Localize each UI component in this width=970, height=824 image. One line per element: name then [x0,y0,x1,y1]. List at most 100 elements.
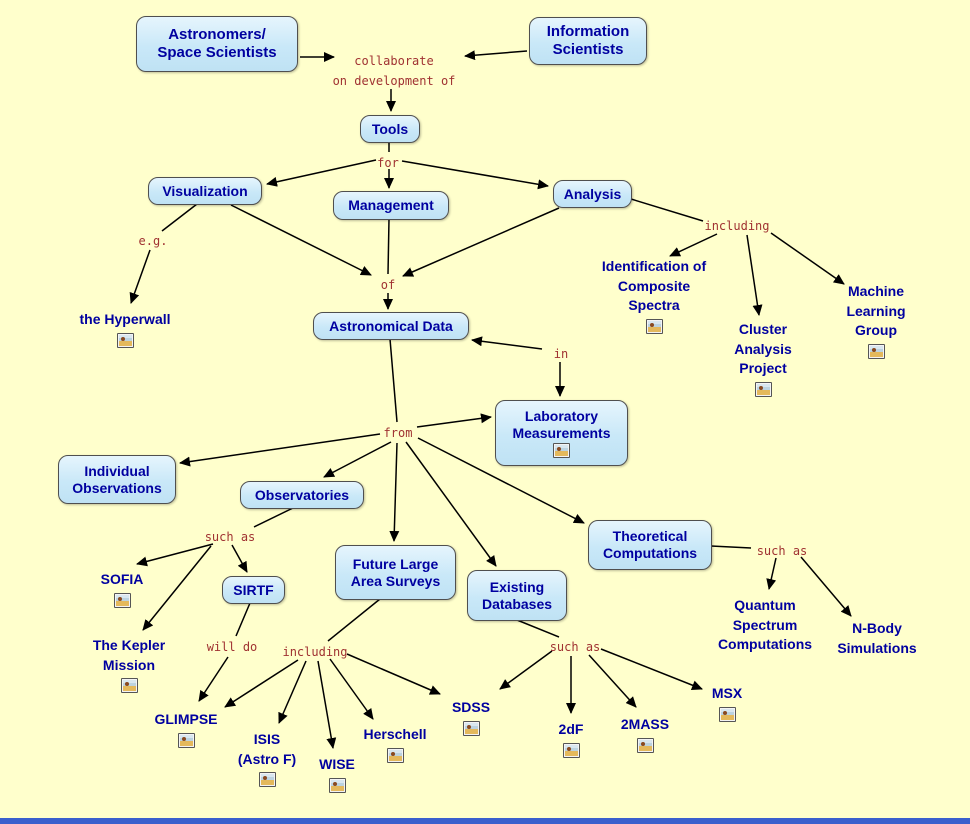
concept-observatories[interactable]: Observatories [240,481,364,509]
concept-label: 2MASS [620,716,670,732]
edge-info-collaborate [464,50,528,61]
resource-icon[interactable] [645,318,663,334]
concept-isis-astro-f[interactable]: ISIS (Astro F) [227,730,307,788]
edge-suchas-sofia [136,543,214,567]
edge-visualization-eg [161,203,198,232]
concept-tools[interactable]: Tools [360,115,420,143]
edge-observatories-suchas [253,507,294,528]
concept-herschell[interactable]: Herschell [355,725,435,763]
concept-sirtf[interactable]: SIRTF [222,576,285,604]
edge-suchas-2mass [588,654,637,708]
resource-icon[interactable] [328,777,346,793]
resource-icon[interactable] [113,592,131,608]
concept-astronomers[interactable]: Astronomers/ Space Scientists [136,16,298,72]
concept-label: 2dF [558,721,584,737]
edge-analysis-of [402,207,560,277]
concept-label: Machine Learning Group [846,283,906,339]
edge-suchas-quantum [766,557,777,590]
concept-quantum-spectrum-computations[interactable]: Quantum Spectrum Computations [712,596,818,655]
resource-icon[interactable] [177,732,195,748]
concept-machine-learning-group[interactable]: Machine Learning Group [836,282,916,359]
link-collaborate[interactable]: collaborate on development of [332,54,456,89]
concept-theoretical-computations[interactable]: Theoretical Computations [588,520,712,570]
resource-icon[interactable] [120,678,138,694]
concept-n-body-simulations[interactable]: N-Body Simulations [832,619,922,658]
edge-from-theoretical [417,437,585,524]
concept-msx[interactable]: MSX [702,684,752,722]
edge-including-glimpse [224,659,299,708]
link-of[interactable]: of [380,278,396,292]
concept-future-large-area-surveys[interactable]: Future Large Area Surveys [335,545,456,600]
edge-sirtf-willdo [235,602,251,637]
concept-label: Identification of Composite Spectra [601,258,707,314]
resource-icon[interactable] [754,381,772,397]
concept-management[interactable]: Management [333,191,449,220]
edge-including-identification [669,233,718,257]
link-such-as-databases[interactable]: such as [549,640,601,654]
edge-including-isis [278,660,307,724]
concept-individual-observations[interactable]: Individual Observations [58,455,176,504]
edge-willdo-glimpse [198,656,229,702]
link-such-as-observatories[interactable]: such as [204,530,256,544]
resource-icon[interactable] [462,720,480,736]
concept-information-scientists[interactable]: Information Scientists [529,17,647,65]
edge-theoretical-suchas [710,545,752,549]
link-eg[interactable]: e.g. [138,234,168,248]
resource-icon[interactable] [116,332,134,348]
resource-icon[interactable] [553,442,570,458]
concept-label: The Kepler Mission [92,637,166,673]
edge-suchas-kepler [142,545,212,631]
link-including-analysis[interactable]: including [704,219,770,233]
concept-sdss[interactable]: SDSS [441,698,501,736]
edge-in-astrodata [471,336,543,350]
edge-from-individual [179,433,381,467]
concept-visualization[interactable]: Visualization [148,177,262,205]
concept-label: Quantum Spectrum Computations [717,597,813,653]
concept-label: Herschell [363,726,427,742]
edge-from-observatories [323,441,392,478]
window-bottom-edge [0,818,970,824]
link-for[interactable]: for [377,156,399,170]
concept-astronomical-data[interactable]: Astronomical Data [313,312,469,340]
edge-existing-suchas [516,619,560,638]
edge-for-visualization [266,159,377,187]
concept-kepler-mission[interactable]: The Kepler Mission [79,636,179,694]
edge-including-herschell [329,658,374,720]
concept-cluster-analysis-project[interactable]: Cluster Analysis Project [723,320,803,397]
edge-including-machine [770,232,845,285]
concept-sofia[interactable]: SOFIA [92,570,152,608]
link-will-do[interactable]: will do [206,640,258,654]
edge-from-future [389,442,400,542]
resource-icon[interactable] [386,747,404,763]
link-from[interactable]: from [383,426,413,440]
resource-icon[interactable] [258,772,276,788]
resource-icon[interactable] [636,737,654,753]
edge-visualization-of [230,204,372,276]
resource-icon[interactable] [718,706,736,722]
edge-management-of [387,218,390,275]
concept-glimpse[interactable]: GLIMPSE [146,710,226,748]
concept-2mass[interactable]: 2MASS [610,715,680,753]
concept-wise[interactable]: WISE [307,755,367,793]
link-such-as-theoretical[interactable]: such as [756,544,808,558]
concept-label: the Hyperwall [79,311,171,327]
edge-including-cluster [746,234,763,316]
edge-suchas-msx [600,648,703,690]
concept-2df[interactable]: 2dF [546,720,596,758]
concept-label: Laboratory Measurements [512,408,611,441]
concept-label: GLIMPSE [154,711,218,727]
resource-icon[interactable] [867,343,885,359]
edge-future-including [327,598,381,642]
link-in[interactable]: in [553,347,569,361]
concept-analysis[interactable]: Analysis [553,180,632,208]
concept-laboratory-measurements[interactable]: Laboratory Measurements [495,400,628,466]
resource-icon[interactable] [562,742,580,758]
concept-label: SOFIA [100,571,144,587]
link-including-surveys[interactable]: including [282,645,348,659]
edge-suchas-sirtf [231,544,248,573]
concept-identification-composite-spectra[interactable]: Identification of Composite Spectra [594,257,714,334]
concept-the-hyperwall[interactable]: the Hyperwall [60,310,190,348]
concept-existing-databases[interactable]: Existing Databases [467,570,567,621]
